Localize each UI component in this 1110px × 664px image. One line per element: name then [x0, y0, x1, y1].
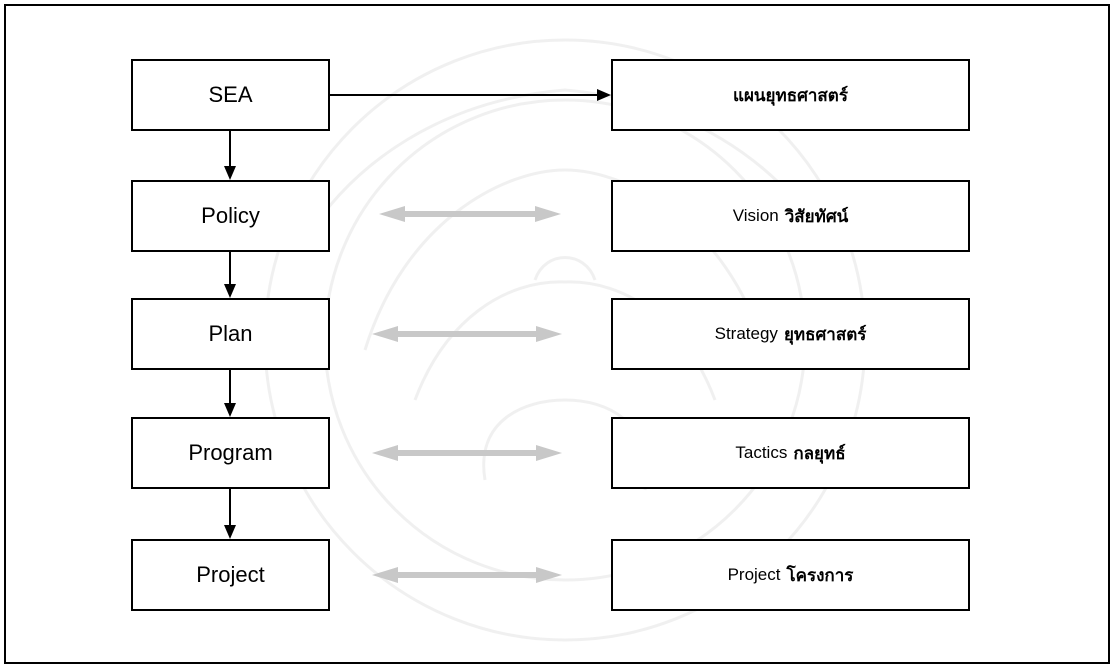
- flow-box-sea: SEA: [131, 59, 330, 131]
- flow-box-project: Project: [131, 539, 330, 611]
- double-arrows: [372, 206, 562, 583]
- concept-th-tactics: กลยุทธ์: [793, 443, 846, 464]
- flow-label-project: Project: [196, 562, 265, 587]
- concept-box-vision: Vision วิสัยทัศน์: [611, 180, 970, 252]
- flow-arrow-2: [224, 252, 236, 298]
- flow-arrow-3: [224, 370, 236, 417]
- concept-en-tactics: Tactics: [735, 443, 788, 462]
- concept-en-vision: Vision: [732, 206, 779, 225]
- double-arrow-project: [372, 567, 562, 583]
- flow-label-program: Program: [188, 440, 273, 465]
- double-arrow-tactics: [372, 445, 562, 461]
- concept-th-project: โครงการ: [786, 565, 854, 586]
- flow-label-sea: SEA: [208, 82, 253, 107]
- concept-th-strategic-plan: แผนยุทธศาสตร์: [733, 85, 848, 106]
- concept-box-project: Project โครงการ: [611, 539, 970, 611]
- concept-th-strategy: ยุทธศาสตร์: [783, 324, 867, 345]
- flow-label-plan: Plan: [208, 321, 253, 346]
- double-arrow-strategy: [372, 326, 562, 342]
- concept-en-project: Project: [727, 565, 781, 584]
- flow-label-policy: Policy: [201, 203, 260, 228]
- flow-box-plan: Plan: [131, 298, 330, 370]
- flow-box-program: Program: [131, 417, 330, 489]
- concept-box-strategy: Strategy ยุทธศาสตร์: [611, 298, 970, 370]
- double-arrow-vision: [379, 206, 561, 222]
- concept-th-vision: วิสัยทัศน์: [784, 206, 849, 227]
- flow-arrow-1: [224, 131, 236, 180]
- flow-arrow-4: [224, 489, 236, 539]
- concept-en-strategy: Strategy: [714, 324, 778, 343]
- concept-box-tactics: Tactics กลยุทธ์: [611, 417, 970, 489]
- flow-box-policy: Policy: [131, 180, 330, 252]
- concept-box-strategic-plan: แผนยุทธศาสตร์: [611, 59, 970, 131]
- sea-to-plan-arrowhead: [597, 89, 611, 101]
